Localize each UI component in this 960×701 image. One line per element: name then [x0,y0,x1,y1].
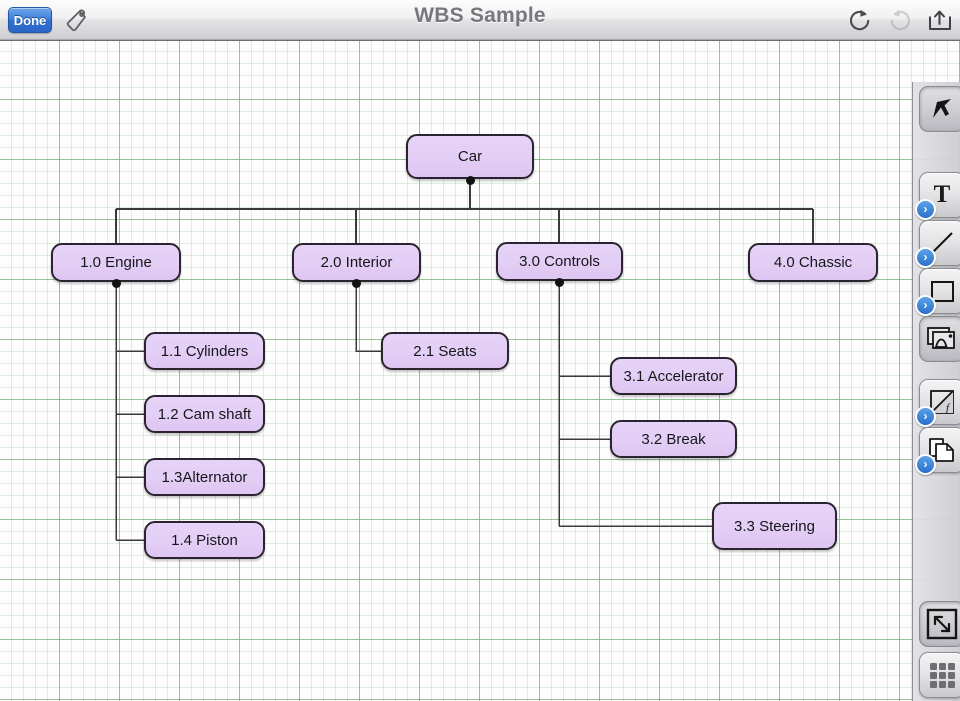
diagram-node-label: 2.0 Interior [320,254,393,271]
diagram-node-n3[interactable]: 3.0 Controls [496,242,623,281]
diagram-node-label: 2.1 Seats [413,342,477,360]
text-t-icon: T [933,181,951,208]
diagram-node-n21[interactable]: 2.1 Seats [381,332,509,370]
diagram-canvas[interactable]: Car 1.0 Engine 2.0 Interior 3.0 Controls 4.0… [0,41,960,701]
pages-tool-badge[interactable]: › [915,454,936,475]
pages-icon [920,428,960,472]
diagram-node-label: 3.2 Break [641,430,706,448]
diagram-node-n32[interactable]: 3.2 Break [610,420,737,458]
top-toolbar: Done WBS Sample [0,0,960,41]
connection-anchor-dot[interactable] [352,279,361,288]
diagram-node-n14[interactable]: 1.4 Piston [144,521,265,559]
diagram-node-label: 3.1 Accelerator [623,367,724,385]
text-tool-badge[interactable]: › [915,199,936,220]
resize-arrows-icon [920,602,960,646]
diagram-node-n2[interactable]: 2.0 Interior [292,243,421,282]
diagram-node-n11[interactable]: 1.1 Cylinders [144,332,265,370]
image-tool[interactable] [919,316,960,362]
diagram-node-label: 1.4 Piston [171,531,238,549]
line-tool-badge[interactable]: › [915,247,936,268]
line-icon [920,221,960,265]
line-tool[interactable]: › [915,220,960,268]
tag-icon[interactable] [62,6,92,36]
image-icon [920,317,960,361]
grid-dots-icon [920,653,960,697]
diagram-node-label: 1.1 Cylinders [160,342,249,360]
style-tool[interactable]: f › [915,379,960,427]
connection-anchor-dot[interactable] [555,278,564,287]
diagram-node-car[interactable]: Car [406,134,534,179]
diagram-node-n33[interactable]: 3.3 Steering [712,502,837,550]
pages-tool[interactable]: › [915,427,960,475]
diagram-node-label: 1.2 Cam shaft [157,405,252,423]
fill-style-icon: f [920,380,960,424]
diagram-node-n1[interactable]: 1.0 Engine [51,243,181,282]
diagram-node-label: 3.0 Controls [519,253,600,270]
shape-tool-badge[interactable]: › [915,295,936,316]
style-tool-badge[interactable]: › [915,406,936,427]
svg-text:f: f [946,402,951,414]
grid-tool[interactable] [919,652,960,698]
diagram-node-label: 3.3 Steering [734,517,815,535]
edge-interior-seats [355,282,381,352]
page-title: WBS Sample [414,4,546,27]
toolbar-actions [846,5,954,35]
diagram-node-label: Car [457,148,483,165]
text-tool[interactable]: T › [915,172,960,220]
diagram-node-label: 1.0 Engine [80,254,152,271]
diagram-node-n12[interactable]: 1.2 Cam shaft [144,395,265,433]
diagram-node-n31[interactable]: 3.1 Accelerator [610,357,737,395]
diagram-node-label: 4.0 Chassic [773,254,853,271]
diagram-node-n4[interactable]: 4.0 Chassic [748,243,878,282]
connection-anchor-dot[interactable] [465,176,475,185]
select-tool[interactable] [919,86,960,132]
diagram-node-n13[interactable]: 1.3Alternator [144,458,265,496]
rectangle-icon [920,269,960,313]
connection-anchor-dot[interactable] [111,279,121,288]
share-icon[interactable] [926,6,954,34]
redo-icon [886,6,914,34]
shape-tool[interactable]: › [915,268,960,316]
diagram-node-label: 1.3Alternator [161,468,248,486]
done-button[interactable]: Done [8,7,52,33]
undo-icon[interactable] [846,6,874,34]
tool-rail: T › › › [912,82,960,701]
fullscreen-tool[interactable] [919,601,960,647]
arrow-cursor-icon [920,87,960,131]
